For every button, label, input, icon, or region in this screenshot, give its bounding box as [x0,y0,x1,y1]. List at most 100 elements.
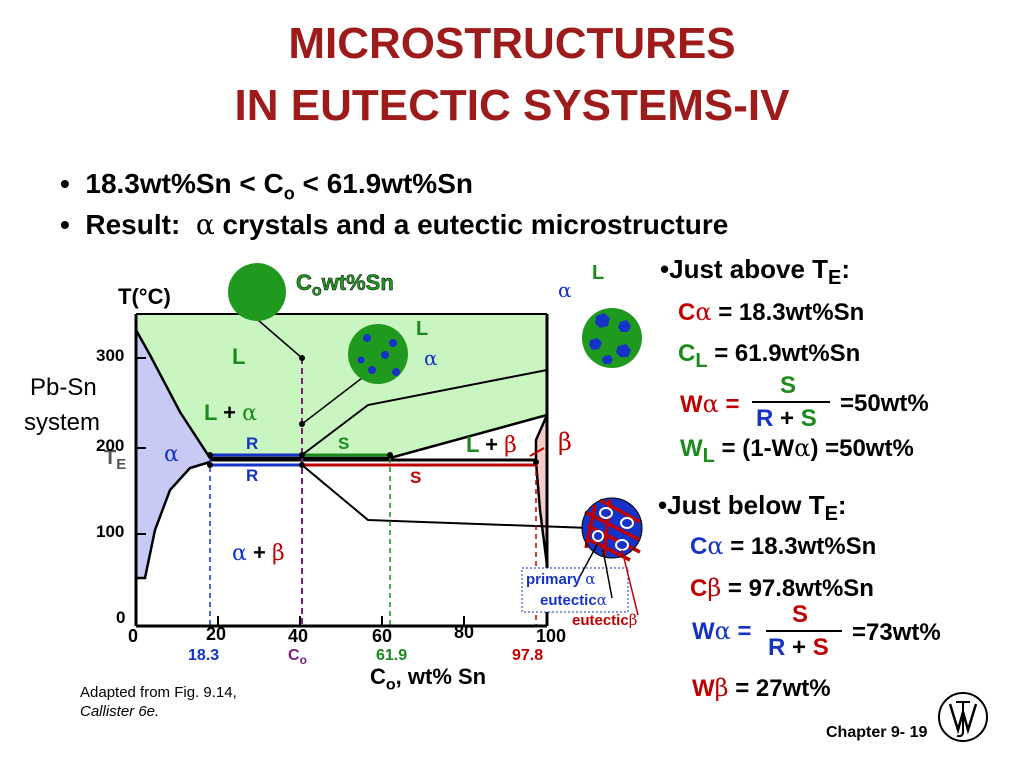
bullet-dot: • [660,254,670,284]
x-tick-label-80: 80 [454,622,475,642]
above-w-l-sub: L [702,444,715,467]
phase-diagram [134,263,643,628]
bullet-composition-sub: o [283,183,295,204]
below-c-beta-val: = 97.8wt%Sn [721,575,874,602]
above-w-alpha-result: =50wt% [840,390,929,417]
below-den-r: R [768,634,786,661]
alpha-solvus-line [136,460,211,580]
above-te-header: •Just above TE: [660,254,850,290]
alpha-region [136,330,210,578]
x-marker-co-main: C [288,647,300,664]
x-axis-label: Co, wt% Sn [370,664,486,694]
x-axis-label-main: C [370,664,386,689]
below-c-beta-greek: β [707,574,722,602]
above-w-l-sym: W [680,435,703,462]
region-l-beta-plus: + [485,432,499,457]
point-l [387,452,393,458]
below-c-beta: Cβ = 97.8wt%Sn [690,574,874,603]
micro-liquid [228,263,286,321]
co-label-sub: o [311,282,322,300]
above-c-alpha-sym: C [678,299,696,326]
bullet-result-label: Result: [85,209,181,240]
bullet-dot: • [60,209,86,240]
micro-mid-alpha-label: α [424,346,438,370]
bullet-result-alpha: α [195,208,215,241]
above-den-s: S [800,405,817,432]
bullet-composition: • 18.3wt%Sn < Co < 61.9wt%Sn [60,168,473,205]
x-marker-97-8: 97.8 [512,647,544,664]
bullet-composition-text-b: < 61.9wt%Sn [294,168,473,199]
lever-label-s-top: S [338,434,350,453]
region-label-l-beta: L + β [466,432,517,458]
callout-primary-a: α [585,570,596,588]
above-w-alpha-eq: = [718,391,740,418]
region-ab-b: β [271,541,285,566]
below-w-beta-sym: W [692,675,715,702]
above-c-l: CL = 61.9wt%Sn [678,340,860,373]
below-w-beta: Wβ = 27wt% [692,674,831,703]
region-l-alpha-a: α [242,401,258,426]
above-c-alpha: Cα = 18.3wt%Sn [678,298,864,327]
region-label-l-alpha: L + α [204,400,257,426]
page-number: 19 [909,724,928,741]
callout-primary-alpha: primary α [526,570,595,588]
above-header-sub: E [828,267,842,290]
above-header-end: : [841,254,851,284]
co-label-main: C [296,270,312,296]
below-den-plus: + [785,634,813,661]
below-w-beta-greek: β [714,674,729,702]
region-label-alpha-beta: α + β [232,540,285,566]
above-w-l: WL = (1-Wα) =50wt% [680,434,914,468]
te-label-main: T [104,447,117,469]
bullet-result-text: crystals and a eutectic microstructure [222,209,729,240]
above-c-l-sub: L [695,349,708,372]
micro-below-te [581,497,643,562]
bullet-composition-text-a: 18.3wt%Sn < C [85,168,284,199]
callout-eutectic-b-text: eutectic [572,612,629,629]
micro-right-alpha-label: α [558,278,572,302]
connector-top [257,319,303,359]
callout-eutectic-beta: eutecticβ [572,611,637,629]
co-label-rest: wt%Sn [321,270,394,296]
slide-title-line2: IN EUTECTIC SYSTEMS-IV [234,81,790,130]
below-c-alpha-val: = 18.3wt%Sn [723,533,877,560]
above-header-text: Just above T [669,254,829,284]
y-tick-label-0: 0 [116,608,126,627]
bullet-dot: • [658,490,668,520]
region-l-beta-l: L [466,432,480,457]
region-ab-plus: + [252,540,266,565]
liquid-region [136,314,547,458]
arrow-eutectic-a [602,549,613,599]
lever-label-r-top: R [246,434,259,453]
system-label-1: Pb-Sn [30,374,97,401]
micro-right-l-label: L [592,262,605,284]
below-fraction-den: R + S [768,634,829,662]
point-alpha-below [207,462,213,468]
below-c-alpha-greek: α [707,532,724,560]
x-tick-label-100: 100 [536,626,567,646]
arrow-primary [577,542,599,581]
below-header-end: : [837,490,847,520]
callout-eutectic-b: β [628,611,638,629]
above-w-l-greek: α [794,434,811,462]
region-l-alpha-l: L [204,400,218,425]
below-header-sub: E [824,503,838,526]
below-fraction-num: S [792,601,809,628]
below-te-header: •Just below TE: [658,490,847,526]
callout-eutectic-a-text: eutectic [540,592,597,609]
lever-label-r-bottom: R [246,466,259,485]
above-w-alpha-sym: W [680,391,703,418]
caption-line1: Adapted from Fig. 9.14, [80,684,237,701]
x-marker-61-9: 61.9 [376,647,408,664]
below-c-beta-sym: C [690,575,708,602]
x-tick-label-60: 60 [372,626,393,646]
above-c-alpha-val: = 18.3wt%Sn [711,299,865,326]
below-w-alpha-sym: W [692,618,715,645]
below-w-alpha-result: =73wt% [852,619,941,646]
above-fraction-bar [752,401,830,403]
y-tick-label-100: 100 [96,522,125,541]
region-label-alpha: α [164,442,179,467]
arrow-eutectic-b [621,549,639,616]
x-tick-label-20: 20 [206,624,227,644]
micro-mid-l-label: L [416,318,429,340]
